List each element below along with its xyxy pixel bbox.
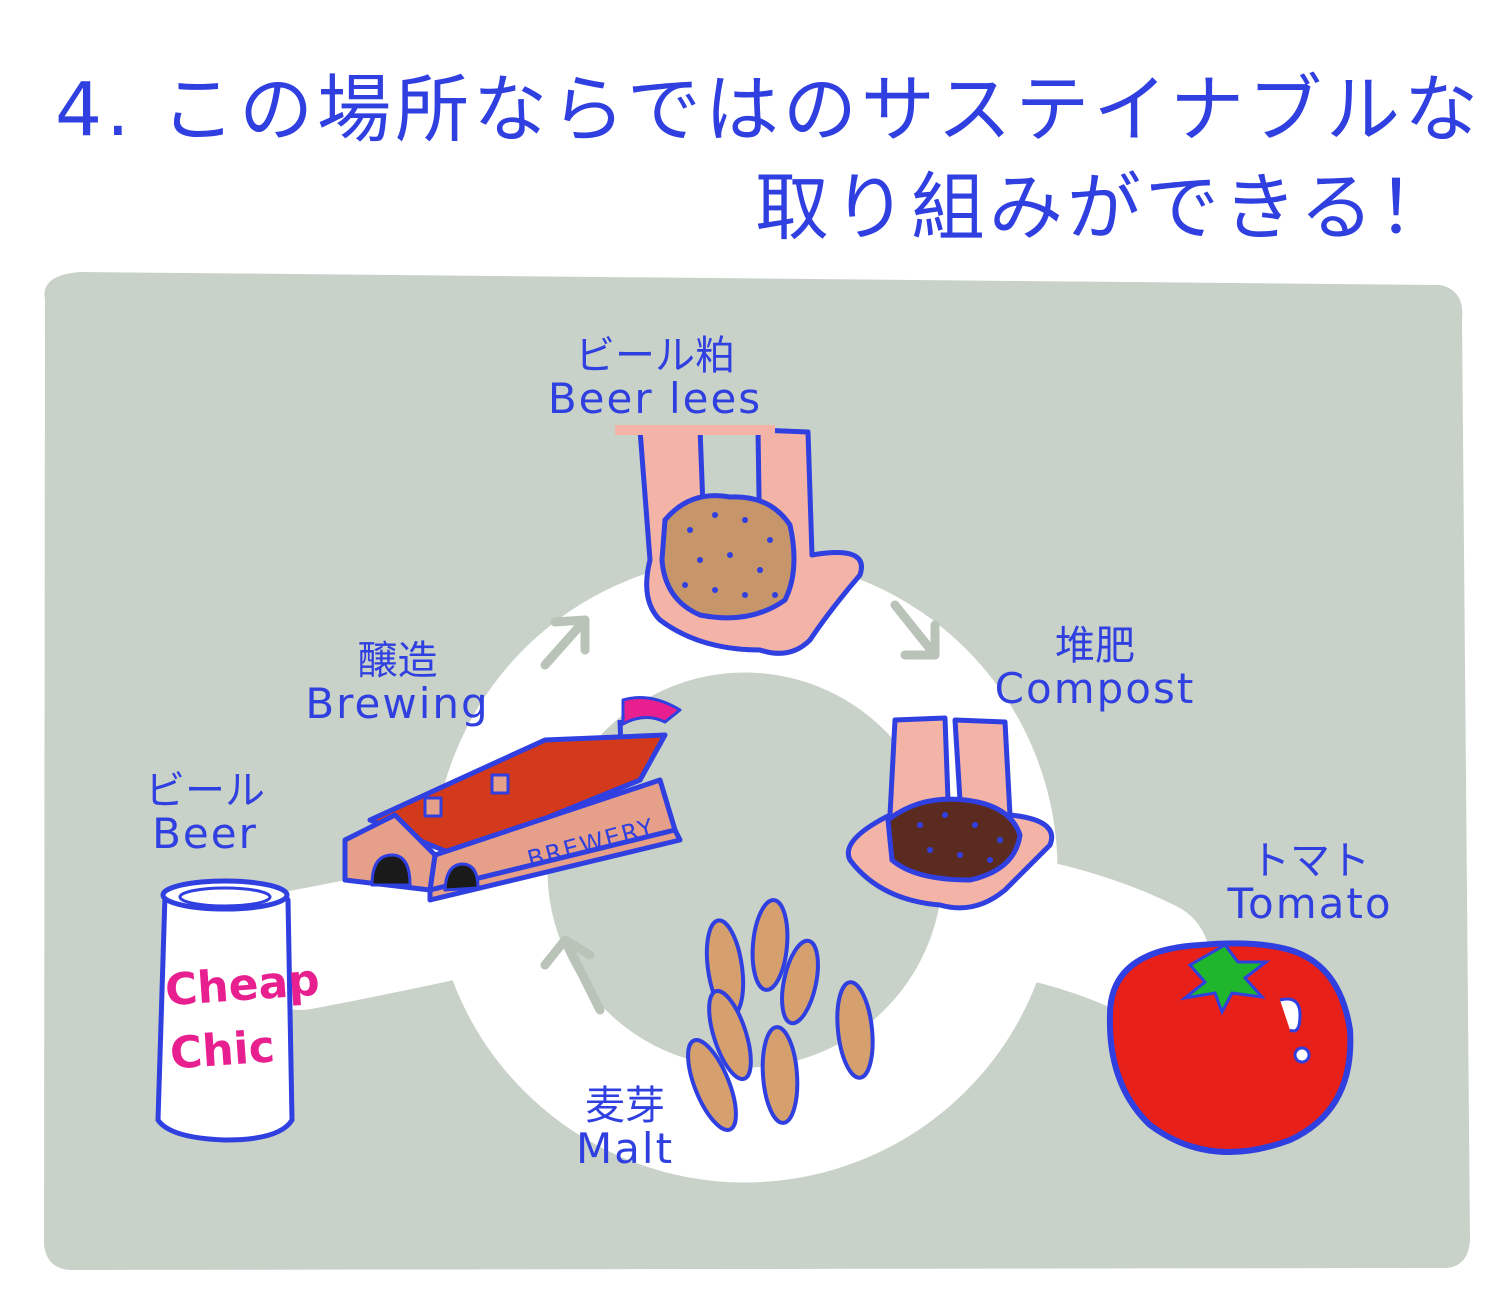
label-compost-en: Compost bbox=[994, 664, 1196, 713]
brewery-door-2 bbox=[443, 862, 480, 892]
brewery-flag bbox=[621, 696, 682, 726]
arrow-up-left bbox=[540, 935, 605, 1015]
link-to-beer bbox=[240, 855, 530, 1010]
can-brand-line1: Cheap bbox=[163, 954, 322, 1017]
arrow-up-right bbox=[540, 615, 590, 670]
link-to-tomato bbox=[950, 855, 1210, 1020]
brewery-chimney-2 bbox=[490, 773, 510, 795]
label-beer-lees-ja: ビール粕 bbox=[575, 333, 735, 379]
label-tomato: トマト Tomato bbox=[1215, 840, 1405, 926]
title-line-2: 取り組みができる！ bbox=[755, 165, 1456, 251]
brewery-building bbox=[342, 696, 683, 903]
tomato-highlight bbox=[1279, 997, 1302, 1033]
label-tomato-ja: トマト bbox=[1250, 838, 1370, 884]
beer-can bbox=[155, 878, 295, 1143]
title-line-1: 4. この場所ならではのサステイナブルな bbox=[55, 67, 1482, 153]
tomato bbox=[1106, 940, 1354, 1155]
malt-grains bbox=[686, 898, 875, 1132]
arrow-down-right bbox=[890, 600, 940, 660]
brewery-door-1 bbox=[370, 853, 412, 887]
tomato-stem bbox=[1179, 943, 1271, 1016]
label-beer: ビール Beer bbox=[135, 770, 275, 856]
label-beer-lees-en: Beer lees bbox=[547, 374, 763, 423]
beer-lees-hands bbox=[615, 425, 864, 656]
label-tomato-en: Tomato bbox=[1227, 879, 1393, 928]
brewery-roof bbox=[367, 732, 668, 858]
label-compost: 堆肥 Compost bbox=[990, 625, 1200, 711]
label-compost-ja: 堆肥 bbox=[1055, 623, 1135, 669]
label-malt-en: Malt bbox=[575, 1124, 675, 1173]
label-brewing-ja: 醸造 bbox=[357, 638, 438, 684]
compost-pile bbox=[885, 796, 1023, 883]
label-malt: 麦芽 Malt bbox=[550, 1085, 700, 1171]
label-beer-lees: ビール粕 Beer lees bbox=[520, 335, 790, 421]
label-malt-ja: 麦芽 bbox=[585, 1083, 665, 1129]
label-brewing: 醸造 Brewing bbox=[305, 640, 490, 726]
label-brewing-en: Brewing bbox=[305, 679, 490, 728]
compost-hands bbox=[846, 715, 1054, 911]
can-brand-line2: Chic bbox=[168, 1021, 277, 1080]
label-beer-ja: ビール bbox=[145, 768, 265, 814]
label-beer-en: Beer bbox=[152, 809, 258, 858]
brewery-chimney-1 bbox=[423, 796, 443, 818]
brewery-left-wall bbox=[342, 812, 438, 893]
brewery-right-wall bbox=[427, 827, 683, 903]
